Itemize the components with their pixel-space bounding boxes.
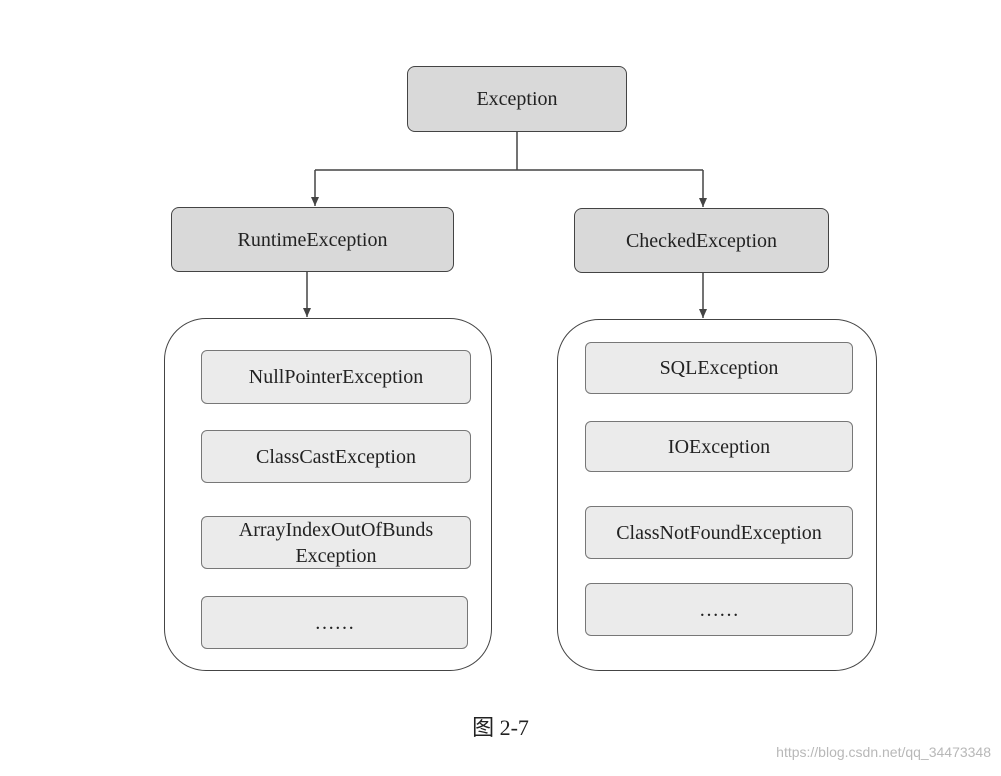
array-index-exception-node: ArrayIndexOutOfBunds Exception [201, 516, 471, 569]
null-pointer-exception-node: NullPointerException [201, 350, 471, 404]
runtime-exception-label: RuntimeException [237, 228, 388, 251]
left-ellipsis-node: …… [201, 596, 468, 649]
leaf-label: ClassCastException [256, 445, 416, 468]
runtime-exception-node: RuntimeException [171, 207, 454, 272]
checked-exception-label: CheckedException [625, 229, 778, 252]
class-not-found-exception-node: ClassNotFoundException [585, 506, 853, 559]
ellipsis-label: …… [314, 611, 355, 634]
leaf-label-line2: Exception [295, 544, 377, 567]
leaf-label: SQLException [659, 357, 779, 379]
ellipsis-label: …… [699, 598, 739, 621]
leaf-label-line1: ArrayIndexOutOfBunds [238, 518, 434, 541]
exception-node: Exception [407, 66, 627, 132]
watermark-url: https://blog.csdn.net/qq_34473348 [776, 744, 991, 760]
leaf-label: IOException [667, 435, 771, 458]
right-ellipsis-node: …… [585, 583, 853, 636]
leaf-label: NullPointerException [248, 366, 424, 388]
exception-node-label: Exception [476, 88, 558, 110]
leaf-label: ClassNotFoundException [616, 521, 822, 544]
io-exception-node: IOException [585, 421, 853, 472]
class-cast-exception-node: ClassCastException [201, 430, 471, 483]
figure-caption: 图 2-7 [472, 715, 529, 740]
checked-exception-node: CheckedException [574, 208, 829, 273]
sql-exception-node: SQLException [585, 342, 853, 394]
